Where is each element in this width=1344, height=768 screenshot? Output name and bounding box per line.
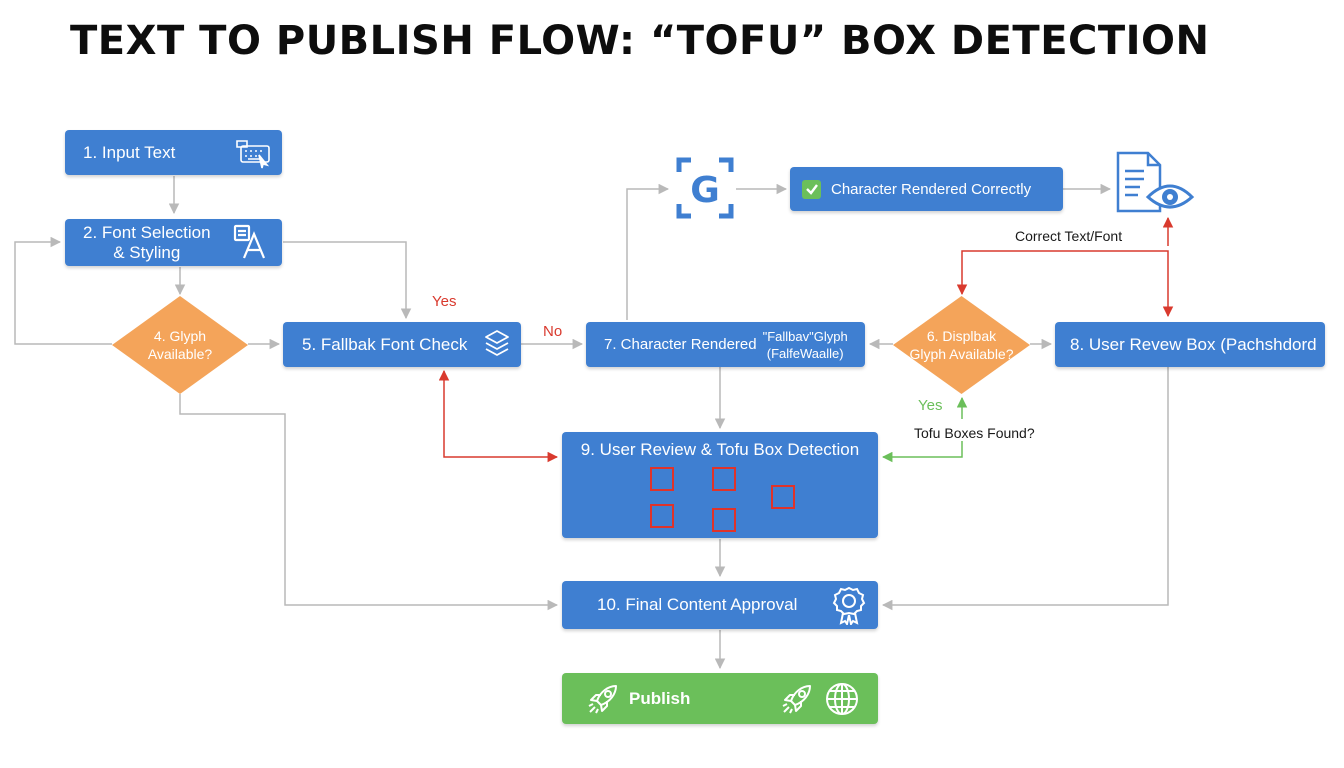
publish-box: Publish bbox=[562, 673, 878, 724]
publish-label: Publish bbox=[629, 688, 691, 708]
edge-fallback-tofu-bidirectional bbox=[438, 369, 559, 463]
tofu-box-5 bbox=[712, 508, 736, 532]
document-eye-icon bbox=[1116, 151, 1195, 213]
edge-label-tofu-boxes-found: Tofu Boxes Found? bbox=[914, 425, 1035, 441]
fallback-font-check-box: 5. Fallbak Font Check bbox=[283, 322, 521, 367]
edge-tofu-found-to-tofu bbox=[881, 441, 963, 463]
glyph-available-line2: Available? bbox=[147, 346, 213, 362]
font-glyph-icon bbox=[233, 224, 266, 259]
checkmark-icon bbox=[802, 179, 821, 199]
final-approval-label: 10. Final Content Approval bbox=[597, 595, 798, 614]
tofu-box-4 bbox=[650, 504, 674, 528]
tofu-box-2 bbox=[712, 467, 736, 491]
edge-label-yes-1: Yes bbox=[432, 293, 457, 310]
edge-font-to-fallback bbox=[283, 241, 412, 320]
font-selection-line2: & Styling bbox=[113, 242, 181, 262]
rocket-icon-2 bbox=[782, 685, 811, 714]
display-glyph-available-diamond: 6. Displbak Glyph Available? bbox=[893, 296, 1030, 394]
globe-icon bbox=[826, 683, 858, 715]
input-text-label: 1. Input Text bbox=[83, 142, 176, 162]
edge-review8-to-final bbox=[881, 367, 1169, 611]
fallback-glyph-line2: (FalfeWaalle) bbox=[766, 345, 844, 361]
glyph-available-line1: 4. Glyph bbox=[153, 328, 207, 344]
font-selection-line1: 2. Font Selection bbox=[83, 222, 211, 242]
char-rendered-correctly-label: Character Rendered Correctly bbox=[831, 180, 1032, 198]
tofu-detection-label: 9. User Review & Tofu Box Detection bbox=[580, 440, 860, 459]
glyph-g-icon: G bbox=[676, 157, 734, 219]
layers-icon bbox=[485, 330, 509, 356]
char-rendered-correctly-box: Character Rendered Correctly bbox=[790, 167, 1063, 211]
user-review-box-label: 8. User Revew Box (Pachshdord bbox=[1070, 334, 1317, 354]
final-approval-box: 10. Final Content Approval bbox=[562, 581, 878, 629]
fallback-font-check-label: 5. Fallbak Font Check bbox=[302, 334, 468, 354]
tofu-box-1 bbox=[650, 467, 674, 491]
edge-correct-loop bbox=[956, 250, 1174, 318]
font-selection-box: 2. Font Selection & Styling bbox=[65, 219, 282, 266]
display-glyph-line1: 6. Displbak bbox=[926, 328, 997, 344]
edge-glyph-to-final bbox=[179, 394, 559, 611]
page-title: TEXT TO PUBLISH FLOW: “TOFU” BOX DETECTI… bbox=[70, 18, 1210, 64]
input-text-box: 1. Input Text bbox=[65, 130, 282, 175]
display-glyph-line2: Glyph Available? bbox=[909, 346, 1014, 362]
edge-glyph-loop-to-font bbox=[14, 236, 112, 345]
fallback-glyph-line1: "Fallbav"Glyph bbox=[762, 328, 848, 344]
edge-label-correct-text-font: Correct Text/Font bbox=[1015, 228, 1123, 244]
edge-rendered-up-to-glyph bbox=[626, 183, 670, 320]
rocket-icon bbox=[588, 685, 617, 714]
award-badge-icon bbox=[832, 586, 866, 625]
glyph-available-diamond: 4. Glyph Available? bbox=[112, 296, 248, 394]
user-review-box-node: 8. User Revew Box (Pachshdord bbox=[1055, 322, 1325, 367]
char-rendered-fallback-label: 7. Character Rendered bbox=[604, 336, 757, 353]
tofu-box-3 bbox=[771, 485, 795, 509]
tofu-detection-box: 9. User Review & Tofu Box Detection bbox=[562, 432, 878, 538]
edge-label-yes-2: Yes bbox=[918, 397, 943, 414]
edge-label-no: No bbox=[543, 323, 563, 340]
char-rendered-fallback-box: 7. Character Rendered "Fallbav"Glyph (Fa… bbox=[586, 322, 865, 367]
keyboard-icon bbox=[236, 140, 270, 169]
svg-text:G: G bbox=[690, 170, 720, 211]
